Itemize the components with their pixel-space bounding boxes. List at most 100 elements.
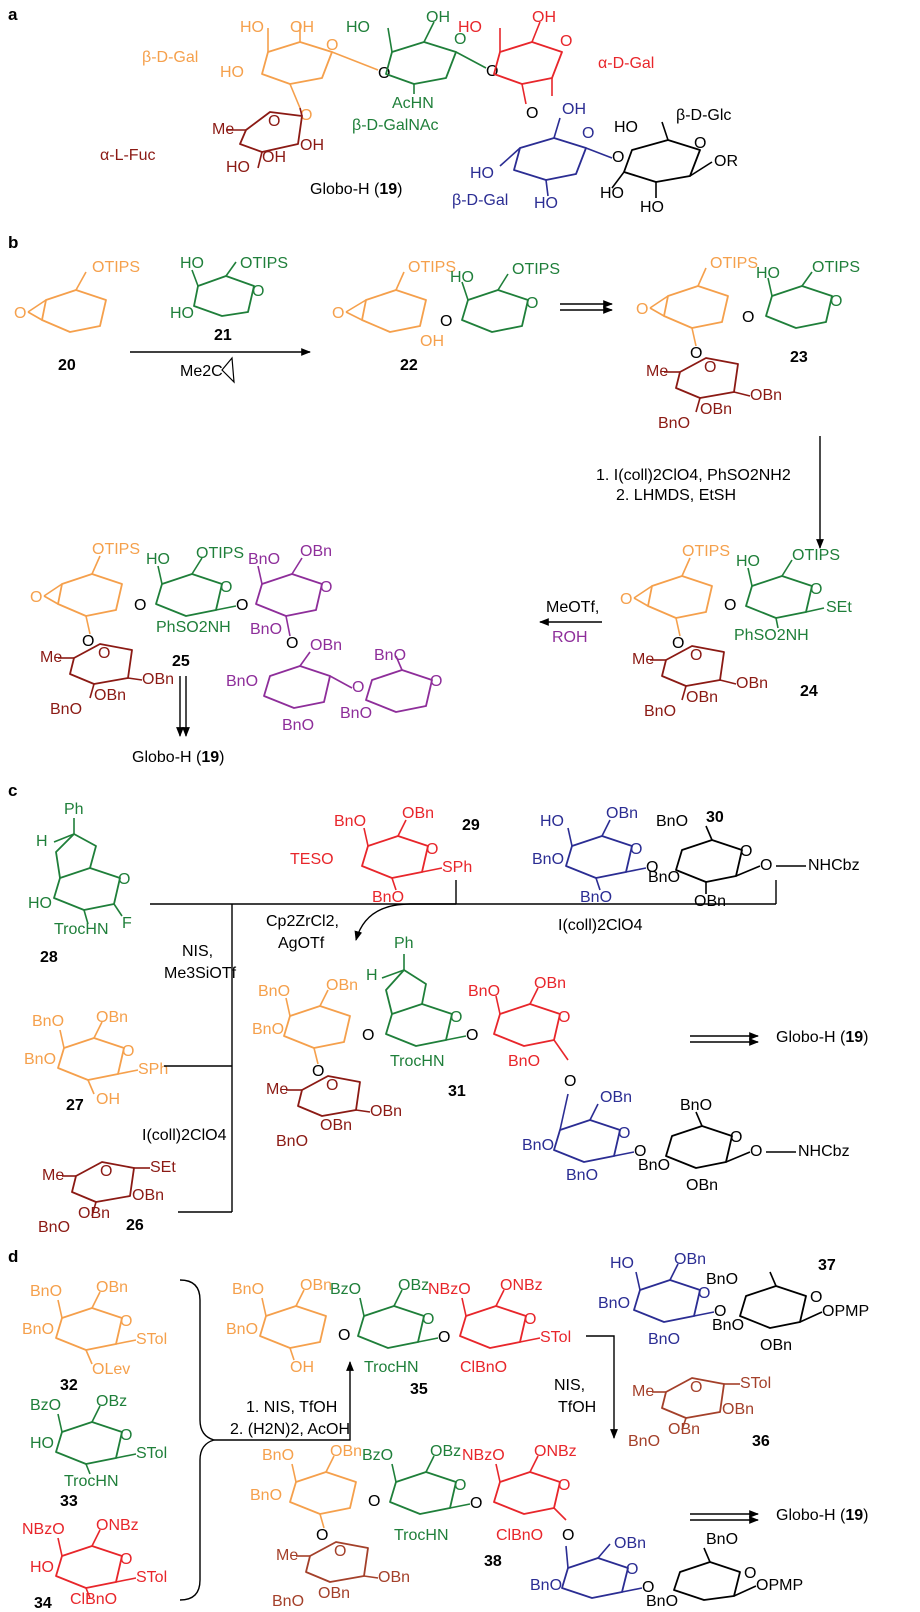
label: O [582, 125, 594, 142]
label: BnO [276, 1133, 308, 1150]
panel-label-c: c [8, 781, 17, 800]
label: BzO [362, 1447, 393, 1464]
label: OBn [96, 1279, 128, 1296]
label: OBn [686, 1177, 718, 1194]
label: BnO [24, 1051, 56, 1068]
label: O [430, 673, 442, 690]
label: BnO [372, 889, 404, 906]
label: HO [736, 553, 760, 570]
label: O [134, 597, 146, 614]
label: O [626, 1561, 638, 1578]
label: HO [450, 269, 474, 286]
label: O [646, 859, 658, 876]
compound-number: 38 [484, 1553, 502, 1570]
label: OH [562, 101, 586, 118]
label: OBn [760, 1337, 792, 1354]
label: OBn [326, 977, 358, 994]
label: O [326, 1077, 338, 1094]
label: OBn [668, 1421, 700, 1438]
label: AcHN [392, 95, 434, 112]
label: O [368, 1493, 380, 1510]
label: STol [136, 1445, 167, 1462]
label: O [312, 1063, 324, 1080]
label: ONBz [534, 1443, 577, 1460]
label: BnO [566, 1167, 598, 1184]
label: O [316, 1527, 328, 1544]
label: BnO [522, 1137, 554, 1154]
label: HO [458, 19, 482, 36]
label: OH [96, 1091, 120, 1108]
label: O [120, 1313, 132, 1330]
label: OBn [310, 637, 342, 654]
label: O [320, 579, 332, 596]
label: O [268, 113, 280, 130]
reagent-nis-tfoh: 1. NIS, TfOH [246, 1399, 337, 1416]
compound-number: 30 [706, 809, 724, 826]
label: HO [146, 551, 170, 568]
label: TrocHN [364, 1359, 419, 1376]
compound-27 [57, 1021, 139, 1095]
label: OBn [300, 543, 332, 560]
label: BnO [22, 1321, 54, 1338]
label: BnO [32, 1013, 64, 1030]
compound-25: O OTIPS O O HO OTIPS O PhSO2NH O [30, 541, 442, 734]
label: SEt [826, 599, 852, 616]
compound-20 [27, 271, 107, 333]
compound-34 [55, 1529, 137, 1599]
compound-number: 21 [214, 327, 232, 344]
compound-number: 27 [66, 1097, 84, 1114]
label: OBn [606, 805, 638, 822]
glycosidic-o: O [526, 105, 538, 122]
label: STol [740, 1375, 771, 1392]
label: O [694, 135, 706, 152]
label: OBn [694, 893, 726, 910]
label: O [338, 1327, 350, 1344]
label: O [562, 1527, 574, 1544]
label: O [618, 1125, 630, 1142]
label: O [634, 1143, 646, 1160]
label: HO [540, 813, 564, 830]
label: O [440, 313, 452, 330]
panel-d: d BnO OBn BnO O STol OLev 32 BzO OBz HO … [8, 1247, 869, 1612]
label: OBn [142, 671, 174, 688]
label: OTIPS [92, 541, 140, 558]
label: BnO [530, 1577, 562, 1594]
label: O [690, 345, 702, 362]
compound-24: O OTIPS O O HO OTIPS O SEt PhSO2NH Me [620, 543, 852, 720]
compound-28 [53, 818, 123, 925]
label: OBn [94, 687, 126, 704]
label: BnO [252, 1021, 284, 1038]
label: OBn [402, 805, 434, 822]
label: Me [276, 1547, 298, 1564]
compound-21 [191, 261, 255, 317]
product-globo-h: Globo-H (19) [132, 749, 224, 766]
label: O [122, 1043, 134, 1060]
label: O [362, 1027, 374, 1044]
label: HO [240, 19, 264, 36]
label: OBn [300, 1277, 332, 1294]
label: OBn [736, 675, 768, 692]
reagent-icoll-right: I(coll)2ClO4 [558, 917, 643, 934]
label: O [760, 857, 772, 874]
label: Me [646, 363, 668, 380]
label: TrocHN [390, 1053, 445, 1070]
label: O [326, 37, 338, 54]
label: NBzO [428, 1281, 471, 1298]
label: TrocHN [54, 921, 109, 938]
label: OTIPS [92, 259, 140, 276]
label: OBn [700, 401, 732, 418]
compound-number: 33 [60, 1493, 78, 1510]
label: BzO [330, 1281, 361, 1298]
label: O [120, 1551, 132, 1568]
reagent-icoll-left: I(coll)2ClO4 [142, 1127, 227, 1144]
label: BnO [628, 1433, 660, 1450]
label: O [742, 309, 754, 326]
label: OH [300, 137, 324, 154]
label: BzO [30, 1397, 61, 1414]
compound-number: 31 [448, 1083, 466, 1100]
ring-gal-blue-a [499, 117, 613, 197]
product-globo-h: Globo-H (19) [776, 1507, 868, 1524]
compound-32 [55, 1291, 137, 1365]
label: O [450, 1009, 462, 1026]
label: BnO [656, 813, 688, 830]
